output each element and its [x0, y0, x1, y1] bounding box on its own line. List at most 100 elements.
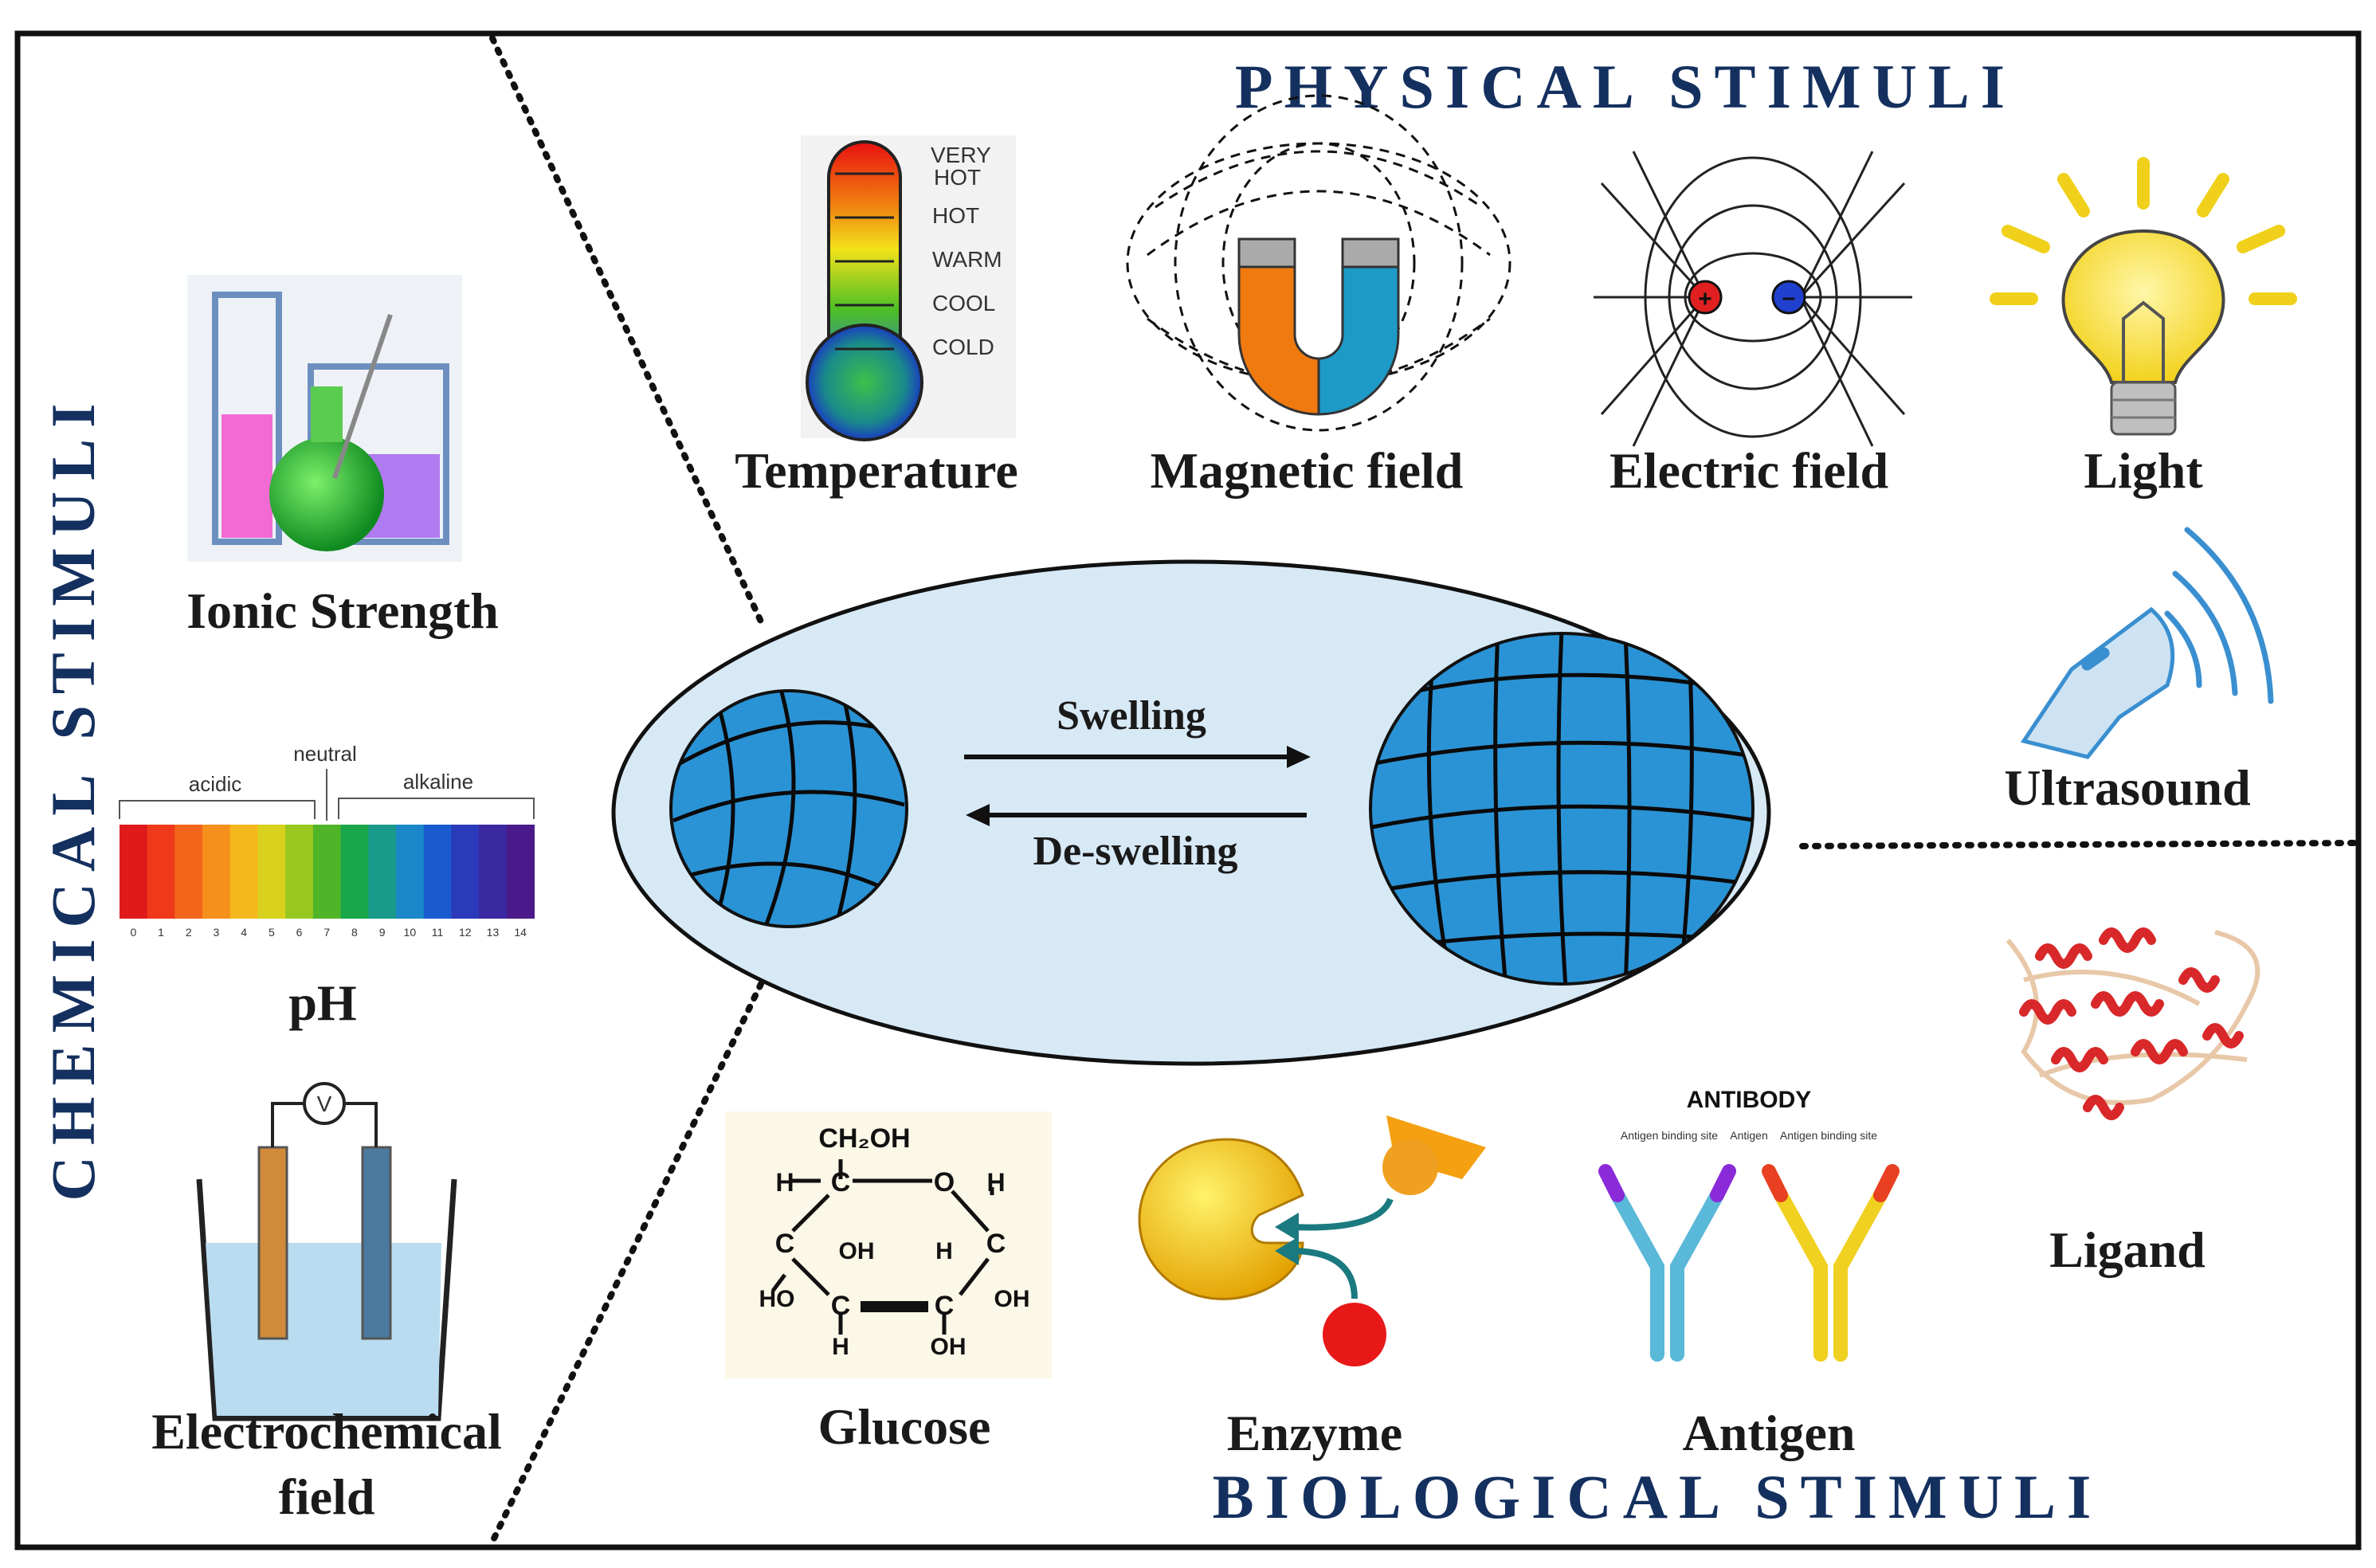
ph-number: 6	[296, 926, 303, 939]
glucose-h4: H	[832, 1334, 849, 1360]
ph-swatch	[340, 825, 369, 919]
thermo-label-warm: WARM	[932, 247, 1002, 272]
thermometer-icon: VERY HOT HOT WARM COOL COLD	[801, 135, 1016, 441]
glucose-label: Glucose	[818, 1398, 991, 1455]
ph-swatch	[202, 825, 231, 919]
light-label: Light	[2084, 442, 2203, 499]
ph-acidic-label: acidic	[189, 772, 241, 796]
glucose-c2: C	[775, 1229, 795, 1259]
glucose-c4: C	[831, 1291, 851, 1321]
thermo-label-cold: COLD	[932, 335, 994, 359]
physical-stimuli-title: PHYSICAL STIMULI	[1235, 52, 2016, 121]
ph-number: 13	[487, 926, 500, 939]
ph-number: 3	[214, 926, 220, 939]
glucose-h2: H	[986, 1168, 1005, 1197]
thermo-label-very-hot: HOT	[934, 165, 981, 190]
antigen-label: Antigen	[1683, 1405, 1856, 1461]
electric-field-icon: + –	[1594, 151, 1912, 447]
swelling-label: Swelling	[1057, 693, 1206, 739]
ionic-strength-label: Ionic Strength	[186, 582, 499, 639]
glucose-ho: HO	[759, 1286, 795, 1312]
ph-swatch	[506, 825, 535, 919]
ph-swatch	[451, 825, 480, 919]
ph-swatch	[479, 825, 508, 919]
ph-number: 7	[323, 926, 330, 939]
ph-swatch	[229, 825, 258, 919]
beakers-icon	[187, 275, 462, 562]
ph-number: 11	[432, 926, 444, 939]
ph-number: 4	[241, 926, 247, 939]
outer-frame	[14, 30, 2362, 1550]
antibody-icon: ANTIBODY Antigen binding site Antigen An…	[1598, 1087, 1900, 1362]
glucose-c5: C	[935, 1291, 955, 1321]
ligand-label: Ligand	[2049, 1221, 2205, 1278]
glucose-c3: C	[986, 1229, 1006, 1259]
swelling-arrow	[964, 746, 1311, 768]
ph-swatch	[396, 825, 425, 919]
glucose-h3: H	[935, 1238, 953, 1264]
glucose-oh1: OH	[839, 1238, 875, 1264]
ph-swatch	[423, 825, 452, 919]
thermo-label-hot: HOT	[932, 203, 979, 228]
ph-number: 14	[514, 926, 527, 939]
ph-number: 8	[351, 926, 358, 939]
ph-swatch	[257, 825, 286, 919]
electrochemical-field-label-line2: field	[279, 1468, 375, 1525]
thermo-label-very: VERY	[931, 143, 991, 167]
enzyme-label: Enzyme	[1227, 1405, 1402, 1461]
ph-number: 2	[186, 926, 192, 939]
glucose-ring-o: O	[934, 1167, 955, 1198]
antibody-title: ANTIBODY	[1687, 1087, 1812, 1113]
ph-swatch	[312, 825, 342, 919]
chemical-stimuli-title: CHEMICAL STIMULI	[38, 393, 108, 1201]
ligand-protein-icon	[2005, 927, 2260, 1120]
glucose-h1: H	[775, 1168, 794, 1197]
magnet-icon	[1126, 94, 1511, 432]
biological-stimuli-title: BIOLOGICAL STIMULI	[1213, 1462, 2103, 1531]
ph-number: 9	[379, 926, 386, 939]
glucose-c1: C	[831, 1167, 851, 1198]
magnetic-field-label: Magnetic field	[1151, 442, 1464, 499]
ph-number: 10	[404, 926, 417, 939]
ph-number: 12	[459, 926, 472, 939]
antibody-binding-site-left: Antigen binding site	[1621, 1129, 1718, 1142]
ph-number: 1	[158, 926, 164, 939]
collapsed-gel	[669, 689, 908, 928]
temperature-label: Temperature	[735, 442, 1018, 499]
deswelling-label: De-swelling	[1033, 829, 1237, 874]
antibody-binding-site-right: Antigen binding site	[1780, 1129, 1877, 1142]
electrochemical-cell-icon: V	[196, 1082, 457, 1421]
svg-text:–: –	[1782, 284, 1796, 311]
light-bulb-icon	[1990, 157, 2297, 436]
ph-swatch	[120, 825, 148, 919]
deswelling-arrow	[966, 804, 1307, 826]
glucose-oh2: OH	[994, 1286, 1030, 1312]
glucose-structure-icon: CH₂OH C O H H C C OH H HO OH C C H OH	[725, 1111, 1052, 1378]
svg-text:+: +	[1698, 286, 1712, 312]
glucose-oh3: OH	[931, 1334, 966, 1360]
ph-swatch	[285, 825, 314, 919]
ph-swatch	[147, 825, 175, 919]
glucose-ch2oh: CH₂OH	[818, 1123, 910, 1154]
ultrasound-label: Ultrasound	[2004, 759, 2250, 816]
enzyme-icon	[1138, 1115, 1486, 1366]
ph-swatch	[368, 825, 397, 919]
ph-neutral-label: neutral	[293, 742, 357, 766]
ph-number: 0	[130, 926, 136, 939]
ph-swatch	[174, 825, 203, 919]
antibody-antigen-label: Antigen	[1730, 1129, 1767, 1142]
thermo-label-cool: COOL	[932, 291, 995, 316]
swelling-ellipse: Swelling De-swelling	[611, 559, 1771, 1066]
ph-number: 5	[269, 926, 275, 939]
electrochemical-field-label-line1: Electrochemical	[151, 1403, 502, 1460]
electric-field-label: Electric field	[1609, 442, 1888, 499]
ultrasound-probe-icon	[2020, 527, 2274, 759]
ph-color-bar	[120, 825, 535, 919]
ph-label: pH	[288, 974, 356, 1031]
voltmeter-label: V	[317, 1092, 332, 1116]
section-dividers	[489, 35, 2358, 1545]
ph-alkaline-label: alkaline	[403, 770, 473, 794]
